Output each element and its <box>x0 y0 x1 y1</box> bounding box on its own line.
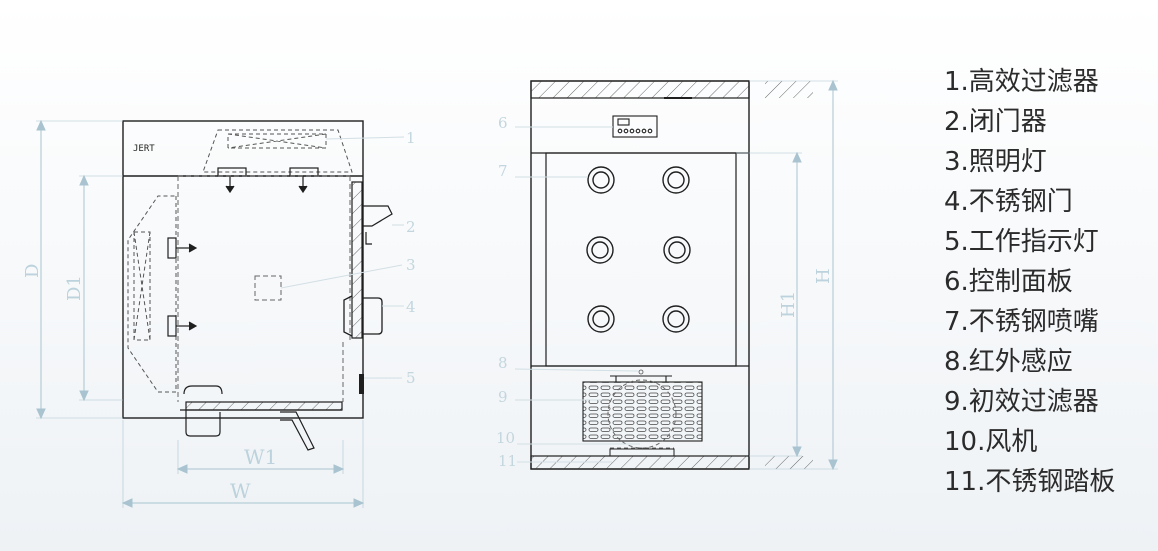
dimension-lines-left <box>36 119 365 508</box>
fan <box>607 379 677 449</box>
front-chamber <box>545 152 737 367</box>
stainless-door-handle <box>343 295 383 337</box>
hepa-filter-side <box>127 195 177 393</box>
pre-filter <box>582 375 703 442</box>
left-outer-body <box>122 120 364 419</box>
callout-6: 6 <box>498 114 508 132</box>
dimension-w: W <box>230 479 251 503</box>
component-legend: 1.高效过滤器 2.闭门器 3.照明灯 4.不锈钢门 5.工作指示灯 6.控制面… <box>944 62 1154 502</box>
brand-label: JERT <box>133 144 155 154</box>
dimension-h1: H1 <box>778 291 799 318</box>
callout-10: 10 <box>496 429 515 447</box>
legend-item: 4.不锈钢门 <box>944 187 1073 217</box>
callout-1: 1 <box>406 129 416 147</box>
infrared-sensor <box>638 369 644 375</box>
legend-item: 7.不锈钢喷嘴 <box>944 307 1099 337</box>
callout-11: 11 <box>498 452 517 470</box>
callout-5: 5 <box>406 369 416 387</box>
callout-7: 7 <box>498 162 508 180</box>
door-closer <box>351 181 393 339</box>
side-nozzles <box>167 237 198 337</box>
legend-item: 2.闭门器 <box>944 107 1047 137</box>
dimension-h: H <box>813 268 834 284</box>
bottom-door <box>180 385 343 451</box>
top-nozzles <box>217 167 319 194</box>
callout-8: 8 <box>498 354 508 372</box>
work-indicator-light <box>359 374 364 394</box>
callout-4: 4 <box>406 298 416 316</box>
dimension-lines-front <box>736 79 838 471</box>
inner-chamber <box>177 175 351 402</box>
callout-3: 3 <box>406 256 416 274</box>
dimension-w1: W1 <box>244 445 277 469</box>
legend-item: 3.照明灯 <box>944 147 1047 177</box>
stainless-nozzles <box>586 166 691 333</box>
dimension-d: D <box>22 264 43 278</box>
callout-2: 2 <box>406 218 416 236</box>
legend-item: 1.高效过滤器 <box>944 67 1099 97</box>
callout-9: 9 <box>498 388 508 406</box>
legend-item: 9.初效过滤器 <box>944 387 1099 417</box>
control-panel <box>612 115 658 138</box>
legend-item: 11.不锈钢踏板 <box>944 467 1116 497</box>
dimension-d1: D1 <box>64 275 85 301</box>
front-view: 6 7 8 9 10 11 H H1 <box>496 79 838 471</box>
legend-item: 6.控制面板 <box>944 267 1073 297</box>
hepa-filter-top <box>202 129 353 173</box>
left-view: JERT <box>22 119 416 508</box>
legend-item: 10.风机 <box>944 427 1038 457</box>
legend-item: 5.工作指示灯 <box>944 227 1099 257</box>
legend-item: 8.红外感应 <box>944 347 1073 377</box>
